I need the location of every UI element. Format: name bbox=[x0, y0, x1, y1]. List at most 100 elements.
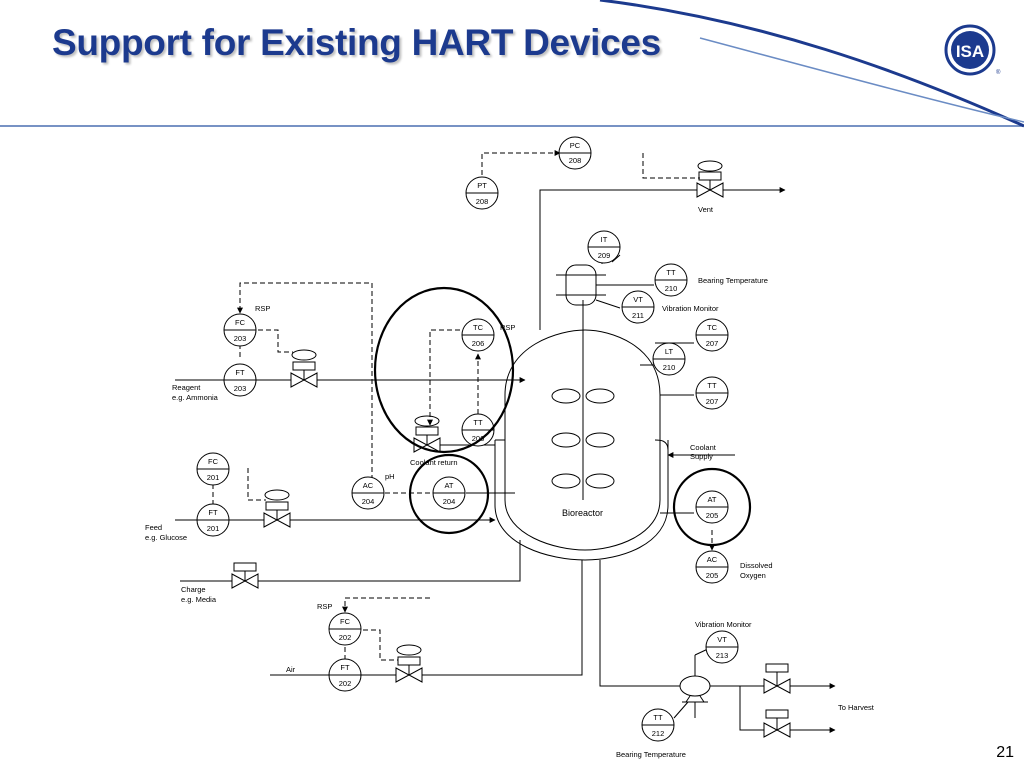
svg-text:AC: AC bbox=[363, 481, 374, 490]
impeller-bottom bbox=[551, 473, 615, 489]
svg-text:FC: FC bbox=[208, 457, 219, 466]
feed-label: Feed bbox=[145, 523, 162, 532]
bioreactor-label: Bioreactor bbox=[562, 508, 603, 518]
instrument-it-209: IT 209 bbox=[587, 230, 621, 264]
bearing-temperature-label-top: Bearing Temperature bbox=[698, 276, 768, 285]
svg-text:210: 210 bbox=[665, 284, 678, 293]
svg-text:208: 208 bbox=[476, 197, 489, 206]
svg-text:202: 202 bbox=[339, 633, 352, 642]
svg-text:205: 205 bbox=[706, 511, 719, 520]
instrument-fc-202: FC 202 bbox=[328, 612, 362, 646]
isa-logo-mark: ® bbox=[996, 69, 1001, 76]
isa-logo: ISA ® bbox=[944, 24, 1001, 76]
instrument-vt-213: VT 213 bbox=[705, 630, 739, 664]
isa-logo-text: ISA bbox=[956, 42, 984, 61]
instrument-tc-206: TC 206 bbox=[461, 318, 495, 352]
instrument-fc-201: FC 201 bbox=[196, 452, 230, 486]
svg-text:212: 212 bbox=[652, 729, 665, 738]
svg-text:FC: FC bbox=[235, 318, 246, 327]
harvest-pump bbox=[679, 647, 711, 718]
page-title: Support for Existing HART Devices bbox=[52, 22, 661, 63]
rsp-label-tc206: RSP bbox=[500, 323, 515, 332]
svg-text:211: 211 bbox=[632, 311, 644, 320]
header-decoration: ISA ® bbox=[0, 0, 1024, 128]
svg-text:205: 205 bbox=[706, 571, 719, 580]
svg-text:213: 213 bbox=[716, 651, 729, 660]
svg-text:TT: TT bbox=[653, 713, 663, 722]
bearing-temperature-label-bottom: Bearing Temperature bbox=[616, 750, 686, 759]
svg-text:TT: TT bbox=[707, 381, 717, 390]
instrument-at-204: AT 204 bbox=[432, 476, 466, 510]
svg-text:TC: TC bbox=[707, 323, 718, 332]
svg-text:FT: FT bbox=[208, 508, 218, 517]
ph-label: pH bbox=[385, 472, 395, 481]
svg-text:210: 210 bbox=[663, 363, 676, 372]
instrument-tc-207: TC 207 bbox=[695, 318, 729, 352]
to-harvest-label: To Harvest bbox=[838, 703, 875, 712]
svg-text:FC: FC bbox=[340, 617, 351, 626]
control-valve-vent bbox=[696, 160, 724, 198]
svg-text:TT: TT bbox=[473, 418, 483, 427]
svg-text:TT: TT bbox=[666, 268, 676, 277]
svg-text:201: 201 bbox=[207, 524, 220, 533]
manual-valve-harvest-2 bbox=[763, 709, 791, 738]
instrument-ac-204: AC 204 bbox=[351, 476, 385, 510]
instrument-tt-206: TT 206 bbox=[461, 413, 495, 447]
instrument-pc-208: PC 208 bbox=[558, 136, 592, 170]
svg-text:206: 206 bbox=[472, 339, 485, 348]
svg-text:208: 208 bbox=[569, 156, 582, 165]
svg-text:203: 203 bbox=[234, 384, 247, 393]
header-swoosh-upper bbox=[599, 0, 1024, 128]
svg-text:AT: AT bbox=[707, 495, 716, 504]
instrument-ac-205: AC 205 bbox=[695, 550, 729, 584]
svg-text:202: 202 bbox=[339, 679, 352, 688]
bioreactor-vessel: Bioreactor bbox=[494, 300, 669, 561]
reagent-eg-label: e.g. Ammonia bbox=[172, 393, 219, 402]
air-label: Air bbox=[286, 665, 296, 674]
coolant-return-label: Coolant return bbox=[410, 458, 458, 467]
instrument-tt-207: TT 207 bbox=[695, 376, 729, 410]
feed-eg-label: e.g. Glucose bbox=[145, 533, 187, 542]
svg-text:AT: AT bbox=[444, 481, 453, 490]
instrument-pt-208: PT 208 bbox=[465, 176, 499, 210]
instrument-lt-210: LT 210 bbox=[652, 342, 686, 376]
svg-text:IT: IT bbox=[601, 235, 608, 244]
instrument-ft-203: FT 203 bbox=[223, 363, 257, 397]
instrument-vt-211: VT 211 bbox=[621, 290, 655, 324]
svg-text:207: 207 bbox=[706, 397, 719, 406]
svg-text:201: 201 bbox=[207, 473, 220, 482]
svg-text:207: 207 bbox=[706, 339, 719, 348]
svg-text:PC: PC bbox=[570, 141, 581, 150]
svg-text:FT: FT bbox=[340, 663, 350, 672]
instrument-ft-202: FT 202 bbox=[328, 658, 362, 692]
agitator-motor bbox=[556, 264, 606, 306]
charge-eg-label: e.g. Media bbox=[181, 595, 217, 604]
reagent-label: Reagent bbox=[172, 383, 201, 392]
coolant-supply-label-2: Supply bbox=[690, 452, 713, 461]
svg-text:LT: LT bbox=[665, 347, 674, 356]
control-valve-air bbox=[395, 644, 423, 683]
svg-text:VT: VT bbox=[717, 635, 727, 644]
page-number: 21 bbox=[996, 744, 1014, 761]
svg-text:AC: AC bbox=[707, 555, 718, 564]
vibration-monitor-label-top: Vibration Monitor bbox=[662, 304, 719, 313]
header-swoosh-lower bbox=[699, 37, 1024, 123]
impeller-top bbox=[551, 388, 615, 404]
rsp-label-fc202: RSP bbox=[317, 602, 332, 611]
svg-text:204: 204 bbox=[362, 497, 375, 506]
instrument-fc-203: FC 203 bbox=[223, 313, 257, 347]
svg-text:PT: PT bbox=[477, 181, 487, 190]
svg-text:VT: VT bbox=[633, 295, 643, 304]
vent-label: Vent bbox=[698, 205, 714, 214]
manual-valve-charge bbox=[231, 562, 259, 589]
instrument-ft-201: FT 201 bbox=[196, 503, 230, 537]
coolant-supply-label-1: Coolant bbox=[690, 443, 717, 452]
highlight-at-205 bbox=[672, 467, 752, 547]
rsp-label-fc203: RSP bbox=[255, 304, 270, 313]
dissolved-oxygen-label-2: Oxygen bbox=[740, 571, 766, 580]
control-valve-feed bbox=[263, 489, 291, 528]
svg-text:TC: TC bbox=[473, 323, 484, 332]
charge-label: Charge bbox=[181, 585, 206, 594]
svg-text:203: 203 bbox=[234, 334, 247, 343]
